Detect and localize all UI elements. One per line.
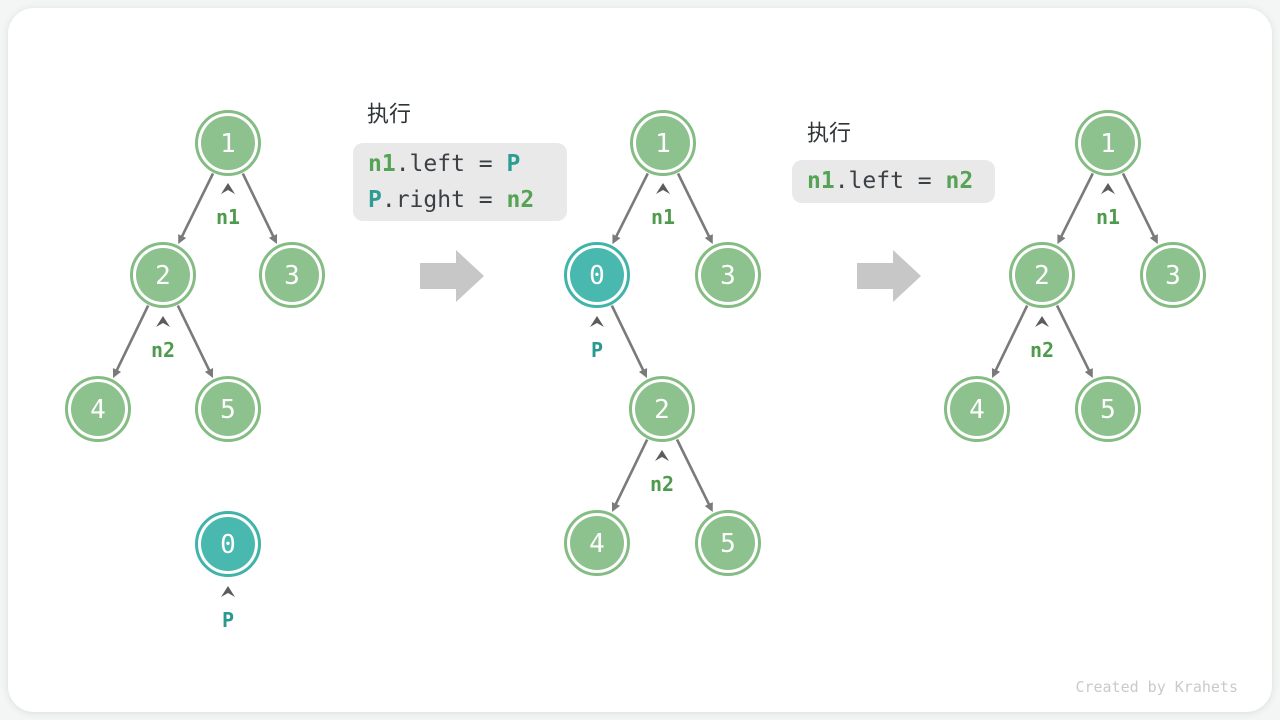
node-body (950, 382, 1004, 436)
node-body (1015, 248, 1069, 302)
node-value: 0 (589, 261, 605, 291)
node-value: 5 (720, 529, 736, 559)
tree-node-4: 4 (564, 510, 630, 576)
pointer-label-P: P (591, 338, 603, 362)
pointer-caret-icon (1101, 183, 1115, 194)
code-block-background (792, 160, 995, 203)
node-value: 4 (589, 529, 605, 559)
tree-node-0: 0 (195, 511, 261, 577)
pointer-caret-icon (1035, 316, 1049, 327)
node-body (201, 116, 255, 170)
node-body (701, 248, 755, 302)
code-line: n1.left = n2 (807, 168, 973, 194)
node-body (701, 516, 755, 570)
exec-heading-1: 执行 (367, 102, 411, 127)
tree-edge (991, 305, 1029, 378)
node-value: 4 (969, 395, 985, 425)
credit-text: Created by Krahets (1075, 678, 1238, 696)
tree-edge (612, 172, 649, 245)
node-body (136, 248, 190, 302)
transition-arrow-icon-2 (857, 250, 921, 302)
tree-edge (112, 305, 150, 378)
tree-node-1: 1 (630, 110, 696, 176)
node-body (636, 116, 690, 170)
tree-node-5: 5 (1075, 376, 1141, 442)
code-line: n1.left = P (368, 151, 520, 177)
tree-node-2: 2 (1009, 242, 1075, 308)
code-block-1: n1.left = P P.right = n2 (353, 143, 567, 221)
tree-edge (241, 173, 278, 244)
pointer-label-n1: n1 (216, 205, 240, 229)
node-value: 4 (90, 395, 106, 425)
node-body (1081, 382, 1135, 436)
tree-node-2: 2 (629, 376, 695, 442)
tree-node-1: 1 (1075, 110, 1141, 176)
pointer-label-n2: n2 (650, 472, 674, 496)
node-value: 2 (1034, 261, 1050, 291)
tree-edge (1057, 172, 1094, 245)
node-value: 0 (220, 530, 236, 560)
node-body (71, 382, 125, 436)
tree-node-1: 1 (195, 110, 261, 176)
tree-edge (176, 305, 214, 378)
tree-node-3: 3 (695, 242, 761, 308)
node-value: 2 (155, 261, 171, 291)
transition-arrow-icon-1 (420, 250, 484, 302)
pointer-label-n2: n2 (151, 338, 175, 362)
code-line: P.right = n2 (368, 187, 534, 213)
pointer-caret-icon (656, 183, 670, 194)
tree-edge (676, 172, 713, 245)
tree-node-3: 3 (259, 242, 325, 308)
tree-node-2: 2 (130, 242, 196, 308)
code-block-background (353, 143, 567, 221)
pointer-label-n1: n1 (1096, 205, 1120, 229)
tree-edge (178, 172, 215, 245)
code-block-2: n1.left = n2 (792, 160, 995, 203)
tree-node-4: 4 (944, 376, 1010, 442)
node-body (265, 248, 319, 302)
tree-edge (675, 438, 713, 513)
tree-edge (610, 305, 648, 378)
tree-node-4: 4 (65, 376, 131, 442)
node-value: 3 (284, 261, 300, 291)
node-value: 5 (220, 395, 236, 425)
tree-node-0: 0 (564, 242, 630, 308)
node-body (201, 382, 255, 436)
node-body (1146, 248, 1200, 302)
node-value: 3 (1165, 261, 1181, 291)
node-value: 1 (1100, 129, 1116, 159)
pointer-caret-icon (156, 316, 170, 327)
tree-edge (1121, 172, 1158, 245)
node-body (570, 516, 624, 570)
node-body (1081, 116, 1135, 170)
pointer-label-n1: n1 (651, 205, 675, 229)
tree-edge (1055, 304, 1093, 379)
node-value: 1 (220, 129, 236, 159)
exec-heading-2: 执行 (807, 121, 851, 146)
pointer-caret-icon (655, 450, 669, 461)
tree-edge (611, 439, 649, 512)
node-body (201, 517, 255, 571)
tree-after: 1 2 3 4 5 n1 n2 (944, 110, 1206, 442)
node-value: 3 (720, 261, 736, 291)
pointer-label-P: P (222, 608, 234, 632)
node-value: 1 (655, 129, 671, 159)
pointer-label-n2: n2 (1030, 338, 1054, 362)
tree-node-5: 5 (695, 510, 761, 576)
pointer-caret-icon (221, 183, 235, 194)
node-body (570, 248, 624, 302)
node-body (635, 382, 689, 436)
tree-before: 1 2 3 4 5 0 n1 n2P (65, 110, 325, 632)
tree-node-3: 3 (1140, 242, 1206, 308)
pointer-caret-icon (221, 586, 235, 597)
tree-node-5: 5 (195, 376, 261, 442)
pointer-caret-icon (590, 316, 604, 327)
node-value: 2 (654, 395, 670, 425)
node-value: 5 (1100, 395, 1116, 425)
